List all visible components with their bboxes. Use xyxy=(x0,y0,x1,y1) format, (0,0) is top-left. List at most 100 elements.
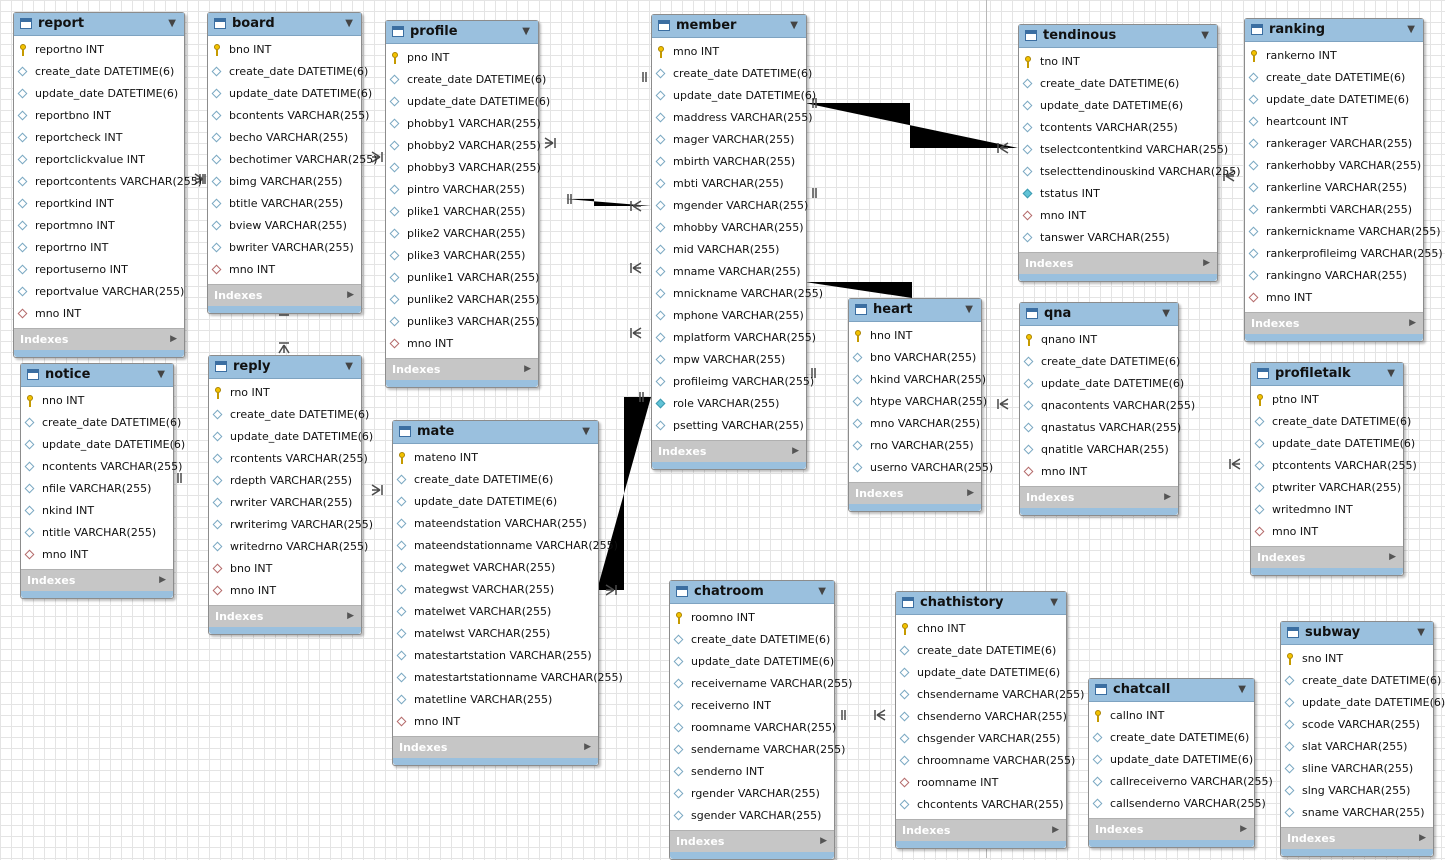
column-row[interactable]: reportcontents VARCHAR(255) xyxy=(14,171,202,193)
column-row[interactable]: pno INT xyxy=(386,47,538,69)
column-row[interactable]: mno INT xyxy=(21,544,173,566)
column-row[interactable]: mager VARCHAR(255) xyxy=(652,129,806,151)
column-row[interactable]: rankerno INT xyxy=(1245,45,1423,67)
column-row[interactable]: mname VARCHAR(255) xyxy=(652,261,806,283)
column-row[interactable]: create_date DATETIME(6) xyxy=(209,404,369,426)
column-row[interactable]: update_date DATETIME(6) xyxy=(208,83,372,105)
column-row[interactable]: nkind INT xyxy=(21,500,173,522)
indexes-section[interactable]: Indexes▶ xyxy=(849,482,981,504)
indexes-section[interactable]: Indexes▶ xyxy=(393,736,598,758)
column-row[interactable]: nfile VARCHAR(255) xyxy=(21,478,173,500)
column-row[interactable]: pintro VARCHAR(255) xyxy=(386,179,538,201)
column-row[interactable]: receivername VARCHAR(255) xyxy=(670,673,852,695)
column-row[interactable]: ptcontents VARCHAR(255) xyxy=(1251,455,1417,477)
column-row[interactable]: bview VARCHAR(255) xyxy=(208,215,361,237)
column-row[interactable]: roomno INT xyxy=(670,607,834,629)
column-row[interactable]: mhobby VARCHAR(255) xyxy=(652,217,806,239)
column-row[interactable]: btitle VARCHAR(255) xyxy=(208,193,361,215)
collapse-chevron-icon[interactable]: ▼ xyxy=(345,18,353,29)
column-row[interactable]: phobby2 VARCHAR(255) xyxy=(386,135,541,157)
column-row[interactable]: reportclickvalue INT xyxy=(14,149,184,171)
column-row[interactable]: create_date DATETIME(6) xyxy=(1281,670,1441,692)
column-row[interactable]: plike2 VARCHAR(255) xyxy=(386,223,538,245)
table-header[interactable]: chathistory▼ xyxy=(896,592,1066,615)
column-row[interactable]: tstatus INT xyxy=(1019,183,1217,205)
collapse-chevron-icon[interactable]: ▼ xyxy=(1162,308,1170,319)
column-row[interactable]: reportvalue VARCHAR(255) xyxy=(14,281,184,303)
expand-arrow-icon[interactable]: ▶ xyxy=(1389,552,1396,562)
column-row[interactable]: mpw VARCHAR(255) xyxy=(652,349,806,371)
column-row[interactable]: profileimg VARCHAR(255) xyxy=(652,371,814,393)
column-row[interactable]: chsgender VARCHAR(255) xyxy=(896,728,1066,750)
expand-arrow-icon[interactable]: ▶ xyxy=(1052,825,1059,835)
column-row[interactable]: role VARCHAR(255) xyxy=(652,393,806,415)
column-row[interactable]: mbti VARCHAR(255) xyxy=(652,173,806,195)
column-row[interactable]: bno VARCHAR(255) xyxy=(849,347,981,369)
column-row[interactable]: rdepth VARCHAR(255) xyxy=(209,470,361,492)
column-row[interactable]: sno INT xyxy=(1281,648,1433,670)
column-row[interactable]: senderno INT xyxy=(670,761,834,783)
indexes-section[interactable]: Indexes▶ xyxy=(386,358,538,380)
column-row[interactable]: mategwst VARCHAR(255) xyxy=(393,579,598,601)
column-row[interactable]: mno INT xyxy=(1245,287,1423,309)
expand-arrow-icon[interactable]: ▶ xyxy=(792,446,799,456)
column-row[interactable]: roomname VARCHAR(255) xyxy=(670,717,836,739)
column-row[interactable]: tcontents VARCHAR(255) xyxy=(1019,117,1217,139)
column-row[interactable]: psetting VARCHAR(255) xyxy=(652,415,806,437)
table-header[interactable]: tendinous▼ xyxy=(1019,25,1217,48)
collapse-chevron-icon[interactable]: ▼ xyxy=(1201,30,1209,41)
column-row[interactable]: sline VARCHAR(255) xyxy=(1281,758,1433,780)
column-row[interactable]: hkind VARCHAR(255) xyxy=(849,369,986,391)
column-row[interactable]: callno INT xyxy=(1089,705,1254,727)
column-row[interactable]: callreceiverno VARCHAR(255) xyxy=(1089,771,1273,793)
column-row[interactable]: mno INT xyxy=(208,259,361,281)
column-row[interactable]: maddress VARCHAR(255) xyxy=(652,107,813,129)
expand-arrow-icon[interactable]: ▶ xyxy=(347,611,354,621)
column-row[interactable]: mplatform VARCHAR(255) xyxy=(652,327,816,349)
table-header[interactable]: reply▼ xyxy=(209,356,361,379)
table-header[interactable]: qna▼ xyxy=(1020,303,1178,326)
column-row[interactable]: tselecttendinouskind VARCHAR(255) xyxy=(1019,161,1241,183)
column-row[interactable]: update_date DATETIME(6) xyxy=(1245,89,1423,111)
collapse-chevron-icon[interactable]: ▼ xyxy=(818,586,826,597)
collapse-chevron-icon[interactable]: ▼ xyxy=(1238,684,1246,695)
column-row[interactable]: sname VARCHAR(255) xyxy=(1281,802,1433,824)
expand-arrow-icon[interactable]: ▶ xyxy=(1240,824,1247,834)
column-row[interactable]: update_date DATETIME(6) xyxy=(21,434,185,456)
column-row[interactable]: bechotimer VARCHAR(255) xyxy=(208,149,378,171)
column-row[interactable]: create_date DATETIME(6) xyxy=(208,61,368,83)
column-row[interactable]: htype VARCHAR(255) xyxy=(849,391,987,413)
collapse-chevron-icon[interactable]: ▼ xyxy=(1417,627,1425,638)
column-row[interactable]: create_date DATETIME(6) xyxy=(1251,411,1411,433)
column-row[interactable]: sgender VARCHAR(255) xyxy=(670,805,834,827)
column-row[interactable]: slat VARCHAR(255) xyxy=(1281,736,1433,758)
expand-arrow-icon[interactable]: ▶ xyxy=(347,290,354,300)
column-row[interactable]: update_date DATETIME(6) xyxy=(1089,749,1254,771)
column-row[interactable]: punlike2 VARCHAR(255) xyxy=(386,289,539,311)
column-row[interactable]: rankerhobby VARCHAR(255) xyxy=(1245,155,1423,177)
expand-arrow-icon[interactable]: ▶ xyxy=(967,488,974,498)
column-row[interactable]: rno VARCHAR(255) xyxy=(849,435,981,457)
indexes-section[interactable]: Indexes▶ xyxy=(14,328,184,350)
collapse-chevron-icon[interactable]: ▼ xyxy=(522,26,530,37)
column-row[interactable]: sendername VARCHAR(255) xyxy=(670,739,845,761)
table-header[interactable]: chatcall▼ xyxy=(1089,679,1254,702)
column-row[interactable]: mno INT xyxy=(209,580,361,602)
column-row[interactable]: rgender VARCHAR(255) xyxy=(670,783,834,805)
indexes-section[interactable]: Indexes▶ xyxy=(1281,827,1433,849)
column-row[interactable]: matelwet VARCHAR(255) xyxy=(393,601,598,623)
column-row[interactable]: tanswer VARCHAR(255) xyxy=(1019,227,1217,249)
collapse-chevron-icon[interactable]: ▼ xyxy=(157,369,165,380)
column-row[interactable]: ptwriter VARCHAR(255) xyxy=(1251,477,1403,499)
column-row[interactable]: rankerprofileimg VARCHAR(255) xyxy=(1245,243,1443,265)
column-row[interactable]: bno INT xyxy=(209,558,361,580)
